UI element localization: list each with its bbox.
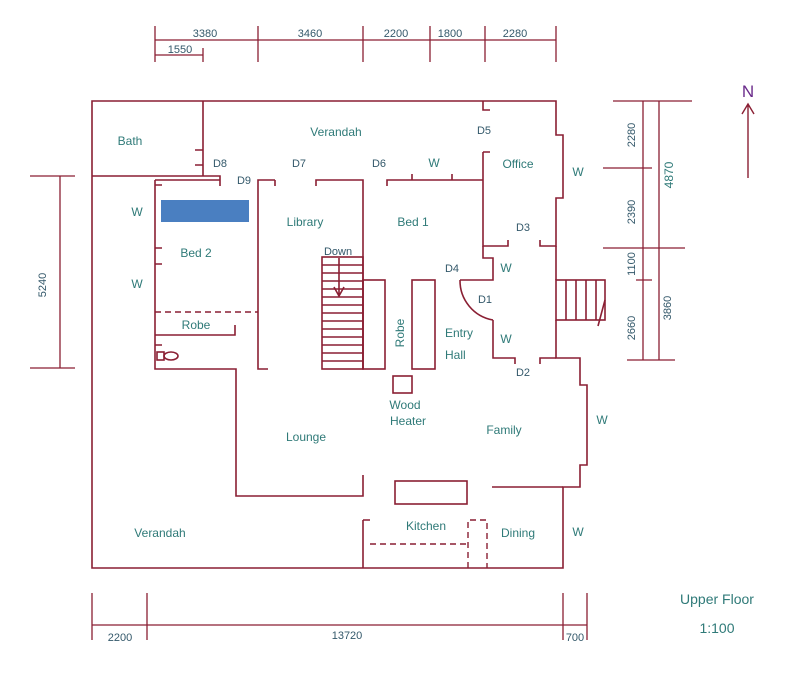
dim-top-5: 2280 [503, 28, 527, 40]
door-d1: D1 [478, 294, 492, 306]
north-arrow-icon [741, 102, 755, 178]
window-dining: W [572, 525, 584, 539]
room-office: Office [502, 157, 533, 171]
room-bath: Bath [118, 134, 143, 148]
door-d2: D2 [516, 367, 530, 379]
door-d7: D7 [292, 158, 306, 170]
room-verandah-top: Verandah [310, 125, 361, 139]
room-library: Library [287, 215, 324, 229]
left-dimension-line [30, 175, 75, 369]
room-kitchen: Kitchen [406, 519, 446, 533]
toilet [163, 351, 179, 361]
top-dimension-line [154, 26, 557, 62]
dim-bottom-1: 2200 [108, 632, 132, 644]
room-robe-bed2: Robe [182, 318, 211, 332]
dim-left: 5240 [37, 273, 49, 297]
dashed-lines [155, 311, 488, 568]
plan-title: Upper Floor [680, 591, 754, 607]
plan-scale: 1:100 [699, 620, 734, 636]
north-label: N [742, 82, 754, 101]
window-bed2-a: W [131, 205, 143, 219]
stairs-down [321, 256, 364, 370]
walls [91, 100, 606, 569]
window-entry-2: W [500, 332, 512, 346]
dim-right-2: 2390 [626, 200, 638, 224]
bed [161, 200, 249, 222]
room-verandah-bottom: Verandah [134, 526, 185, 540]
door-d5: D5 [477, 125, 491, 137]
dim-bottom-3: 700 [566, 632, 584, 644]
room-family: Family [486, 423, 521, 437]
dim-top-2: 3460 [298, 28, 322, 40]
window-entry-1: W [500, 261, 512, 275]
room-robe-hall: Robe [393, 318, 407, 347]
dim-right-3: 1100 [626, 252, 638, 276]
room-wood: Wood [389, 398, 420, 412]
dim-right-4: 2660 [626, 316, 638, 340]
window-bed2-b: W [131, 277, 143, 291]
dim-right-1: 2280 [626, 123, 638, 147]
room-lounge: Lounge [286, 430, 326, 444]
dim-right-outer-2: 3860 [662, 296, 674, 320]
down-arrow-icon [333, 258, 345, 298]
door-swing-arc [459, 279, 494, 321]
window-office: W [572, 165, 584, 179]
dim-right-outer-1: 4870 [662, 161, 676, 188]
room-dining: Dining [501, 526, 535, 540]
dim-bottom-2: 13720 [332, 630, 363, 642]
bottom-dimension-line [91, 593, 588, 640]
door-d9: D9 [237, 175, 251, 187]
stairs-label: Down [324, 246, 352, 258]
kitchen-island [394, 480, 468, 505]
door-d4: D4 [445, 263, 459, 275]
room-entry: Entry [445, 326, 473, 340]
window-bed1: W [428, 156, 440, 170]
window-family: W [596, 413, 608, 427]
door-d8: D8 [213, 158, 227, 170]
wood-heater [392, 375, 413, 394]
room-bed2: Bed 2 [180, 246, 212, 260]
dim-top-1: 3380 [193, 28, 217, 40]
right-dimension-lines [603, 100, 692, 361]
dim-top-3: 2200 [384, 28, 408, 40]
dim-top-4: 1800 [438, 28, 462, 40]
door-d3: D3 [516, 222, 530, 234]
room-bed1: Bed 1 [397, 215, 429, 229]
room-hall: Hall [445, 348, 466, 362]
room-heater: Heater [390, 414, 426, 428]
dim-top-sub: 1550 [168, 44, 192, 56]
door-d6: D6 [372, 158, 386, 170]
